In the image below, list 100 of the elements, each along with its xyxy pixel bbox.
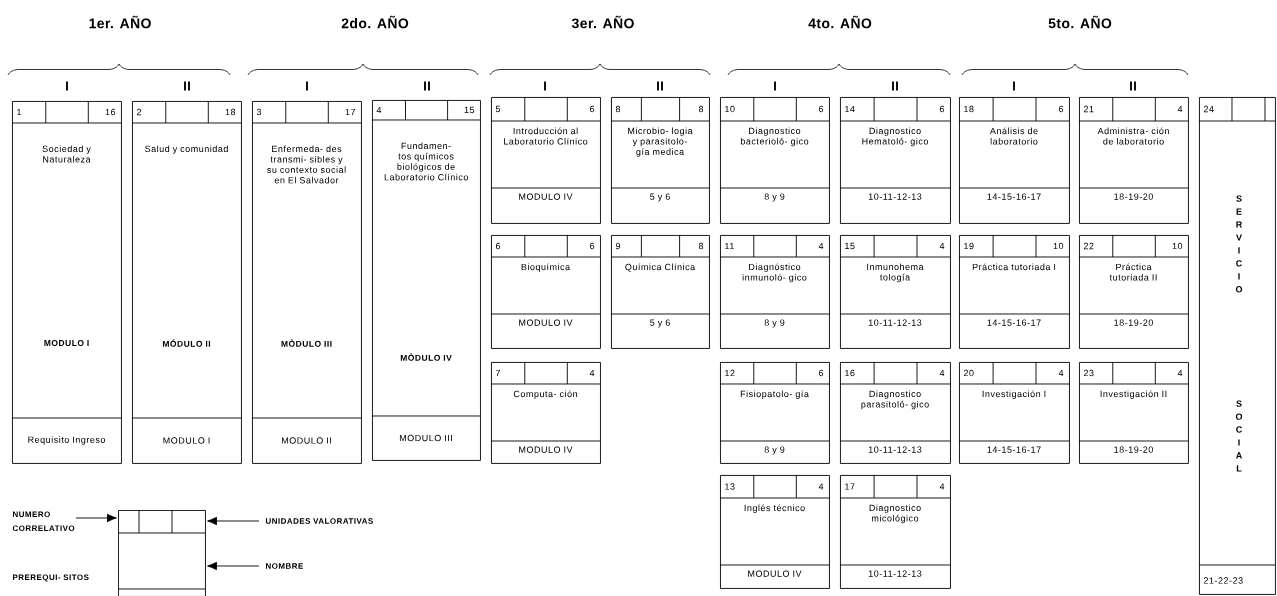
card-number: 10 [725,105,735,113]
credit-units: 8 [698,105,704,113]
credit-units: 4 [818,483,824,490]
module-heading: MÒDULO IV [400,353,452,361]
course-card [719,474,830,589]
course-name: Inmunohema tología [867,263,924,283]
prerequisite-text: 8 y 9 [764,446,785,455]
vertical-title: SERVICIO [1235,195,1243,293]
credit-units: 4 [1177,369,1183,377]
card-number: 4 [376,106,382,114]
card-number: 12 [725,369,735,377]
course-card [839,96,951,224]
course-card [719,234,830,349]
card-number: 3 [256,108,262,116]
credit-units: 16 [105,108,116,116]
card-number: 15 [845,242,855,250]
prerequisite-text: 10-11-12-13 [868,193,922,200]
credit-units: 6 [819,105,824,113]
course-name: Administra- ción de laboratorio [1097,127,1169,145]
module-heading: MODULO I [44,340,89,346]
card-number: 16 [845,369,855,377]
course-card [11,100,122,464]
prerequisite-text: Requisito Ingreso [28,436,105,445]
year-heading: 2do. AÑO [341,15,409,29]
card-number: 5 [495,105,501,113]
course-card [490,361,601,464]
prerequisite-text: 5 y 6 [650,319,670,328]
card-number: 6 [495,242,501,250]
course-card [490,96,601,224]
credit-units: 4 [1058,369,1064,377]
credit-units: 6 [590,242,595,250]
credit-units: 6 [590,105,595,113]
year-heading: 3er. AÑO [571,15,634,29]
card-number: 8 [615,105,621,113]
course-card [958,361,1070,464]
prerequisite-text: 10-11-12-13 [868,570,922,577]
prerequisite-text: 8 y 9 [764,319,785,328]
prerequisite-text: 18-19-20 [1114,446,1153,453]
prerequisite-text: MODULO II [281,437,331,444]
credit-units: 18 [225,108,236,116]
course-name: Práctica tutoriada I [972,263,1056,271]
year-heading: 5to. AÑO [1048,15,1112,29]
prerequisite-text: MODULO IV [519,446,573,453]
course-name: Bioquímica [521,263,571,272]
course-card [610,96,710,224]
card-number: 22 [1083,242,1094,250]
course-name: Microbio- logia y parasitolo- gía medica [628,127,693,157]
course-name: Inglés técnico [744,504,805,513]
course-card [371,99,481,461]
course-card [958,96,1070,224]
course-name: Fisiopatolo- gía [740,390,809,399]
course-name: Práctica tutoriada II [1109,263,1157,281]
card-number: 21 [1083,105,1094,113]
prerequisite-text: 14-15-16-17 [987,446,1041,453]
card-number: 18 [964,105,974,113]
card-number: 7 [495,369,500,377]
card-number: 19 [964,242,974,250]
legend-card [117,509,206,596]
course-name: Enfermeda- des transmi- sibles y su contexto social en El Salvador [267,145,346,184]
credit-units: 6 [819,369,824,377]
course-card [610,234,710,349]
course-name: Química Clínica [625,263,696,272]
card-number: 17 [845,483,855,490]
year-heading: 1er. AÑO [89,15,151,29]
credit-units: 4 [1177,105,1183,113]
card-number: 1 [17,108,21,116]
prerequisite-text: MODULO III [399,434,452,442]
prerequisite-text: 18-19-20 [1114,319,1153,326]
course-name: Análisis de laboratorio [989,127,1038,145]
course-card [1078,96,1189,224]
course-card [1078,361,1189,464]
course-card [1078,234,1189,349]
prerequisite-text: 18-19-20 [1114,193,1153,200]
course-card [251,100,362,464]
prerequisite-text: 10-11-12-13 [868,446,922,453]
prerequisite-text: MODULO IV [519,193,573,200]
module-heading: MÒDULO III [281,339,332,347]
credit-units: 6 [1059,105,1064,113]
credit-units: 8 [698,242,704,250]
credit-units: 4 [818,242,824,250]
course-name: Diagnostico bacterioló- gico [740,127,809,147]
course-card [839,474,951,589]
credit-units: 10 [1053,242,1064,250]
course-card [1198,96,1276,595]
course-name: Salud y comunidad [145,145,228,154]
card-number: 14 [845,105,855,113]
course-card [719,361,830,464]
credit-units: 17 [345,108,356,116]
prerequisite-text: MODULO IV [748,570,802,577]
course-name: Diagnostico Hematoló- gico [862,127,928,147]
course-card [490,234,601,349]
course-name: Computa- ción [513,390,577,399]
arrow [207,561,260,571]
card-number: 24 [1203,105,1214,113]
credit-units: 10 [1172,242,1183,250]
arrow [75,513,117,523]
course-name: Diagnóstico inmunoló- gico [742,263,807,283]
course-card [839,234,951,349]
prerequisite-text: 10-11-12-13 [868,319,922,326]
card-number: 2 [136,108,141,116]
